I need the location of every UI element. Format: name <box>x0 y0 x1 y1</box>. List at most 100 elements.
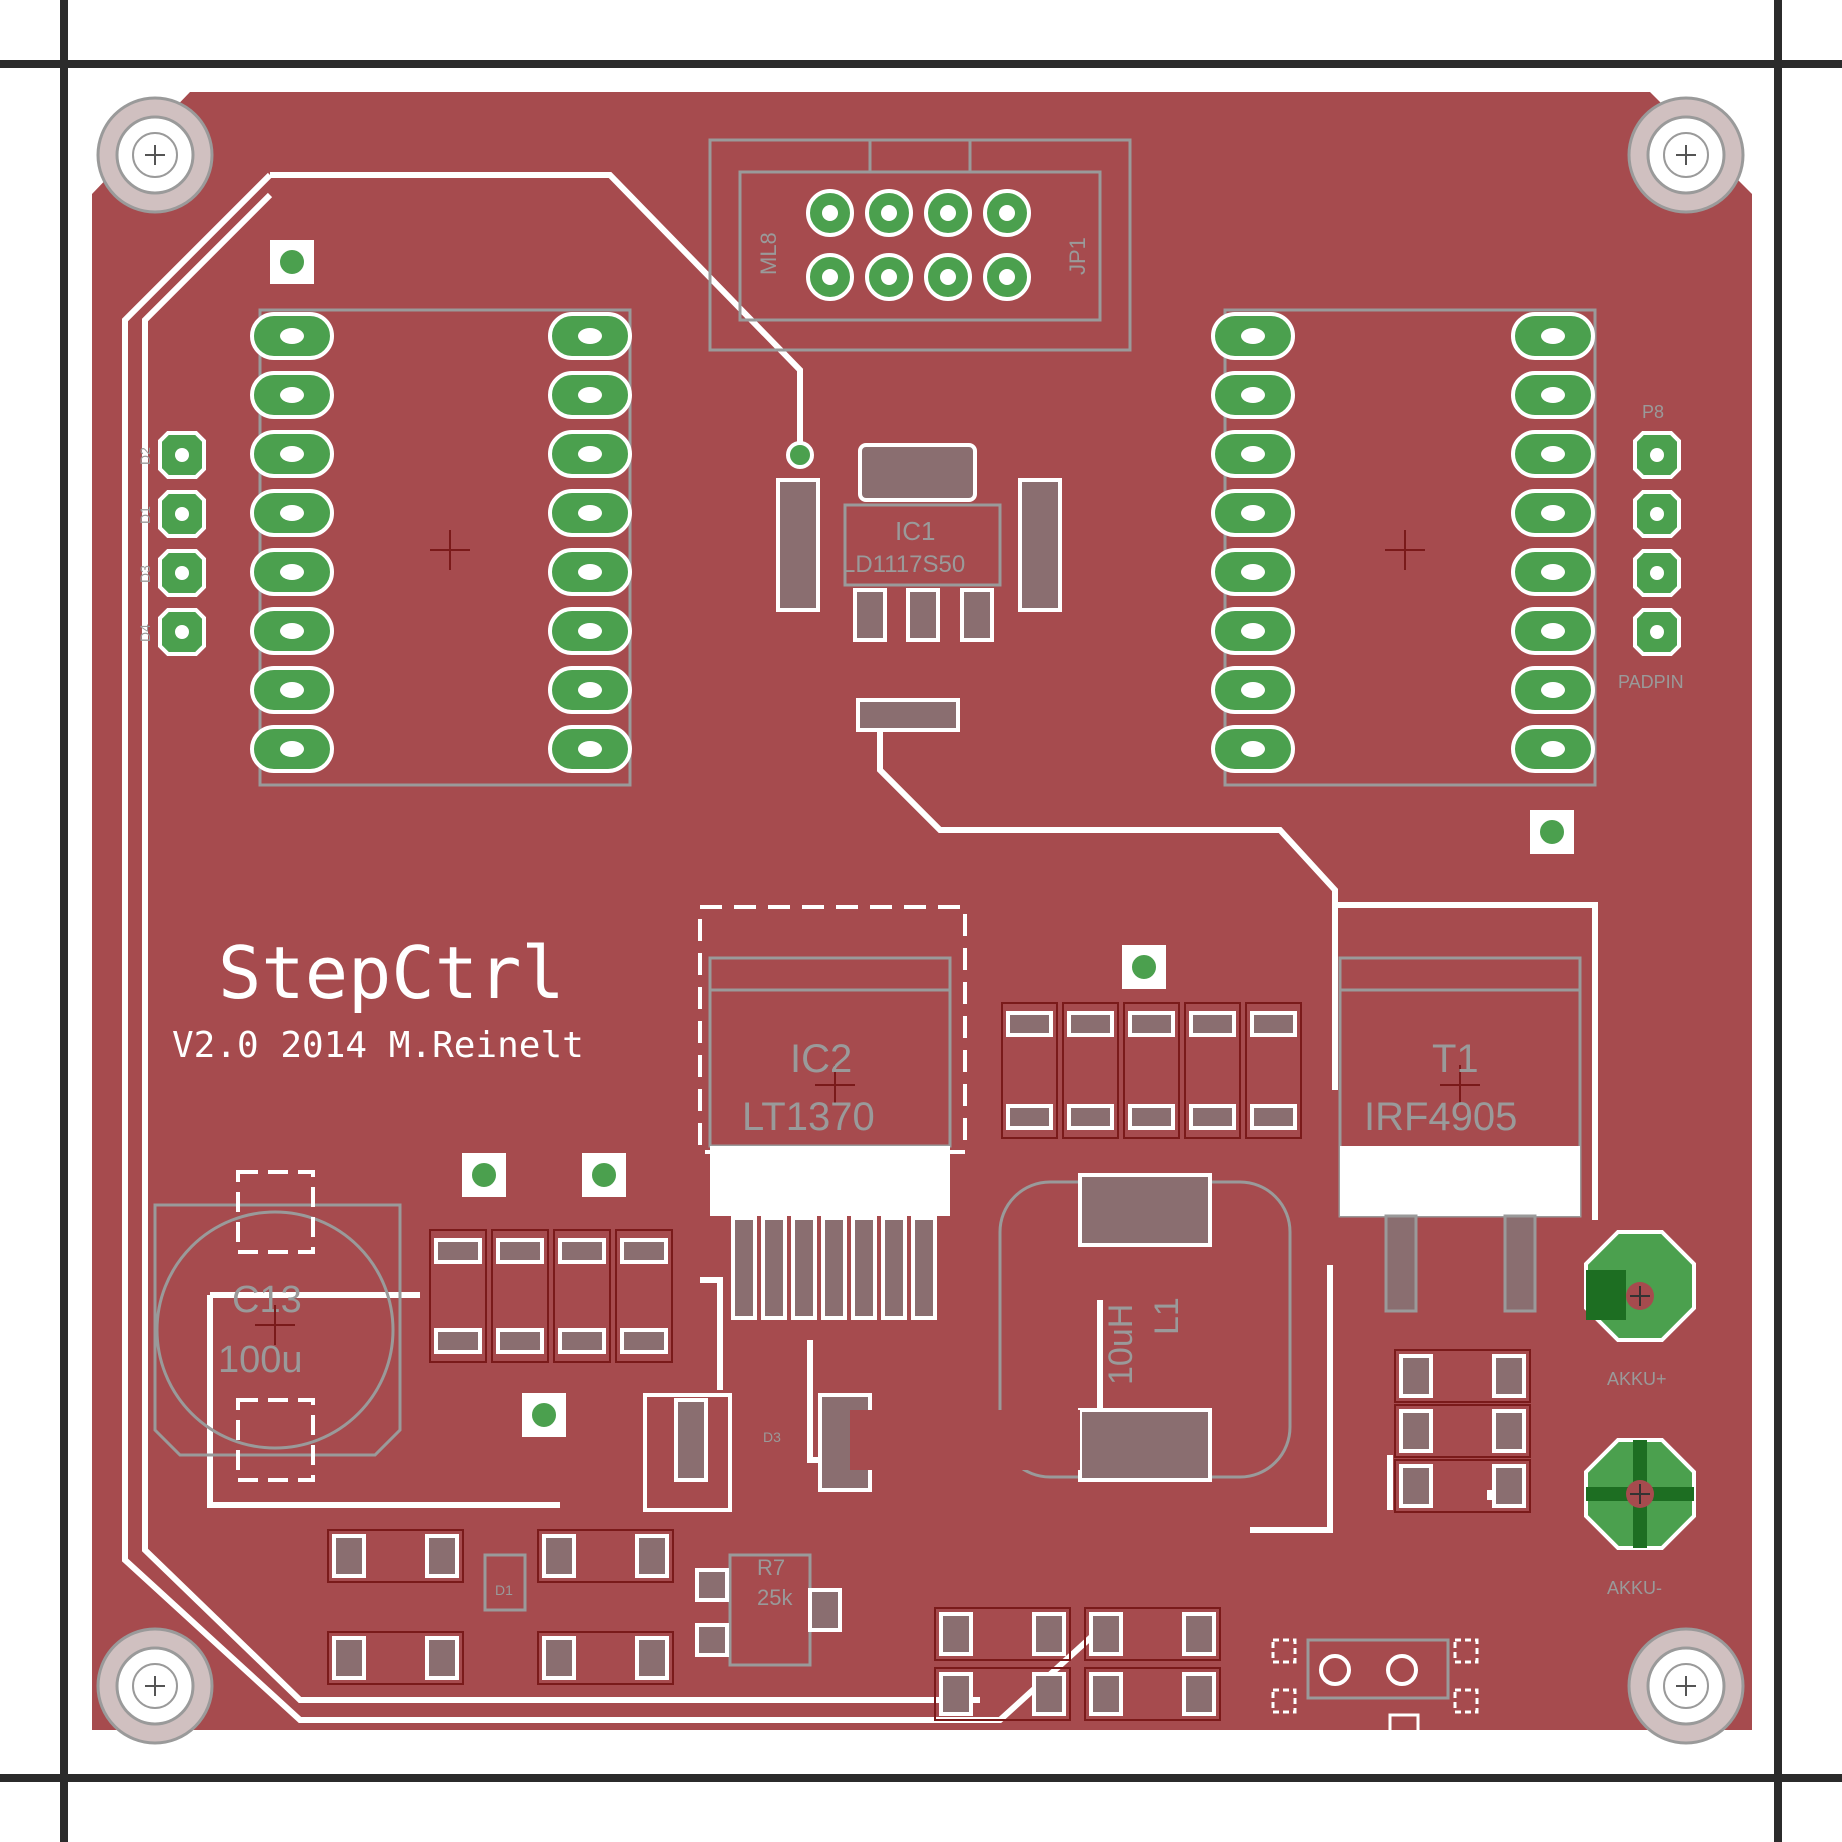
pin-drill <box>280 387 304 403</box>
left-driver-socket <box>250 308 632 787</box>
resistor-pad <box>1182 1672 1216 1716</box>
ic2-name: IC2 <box>790 1037 852 1081</box>
pin-drill <box>280 682 304 698</box>
switch-footprint <box>1271 1638 1479 1737</box>
resistor-pad <box>939 1612 973 1656</box>
pin-drill <box>1650 625 1664 639</box>
padpin-pin-label: D4 <box>137 624 153 642</box>
cap-pad <box>434 1238 482 1264</box>
resistor-outline <box>1084 1667 1221 1721</box>
pin-drill <box>578 564 602 580</box>
resistor-pad <box>425 1636 459 1680</box>
p8-label: P8 <box>1642 402 1664 422</box>
pin-drill <box>1241 446 1265 462</box>
resistor-pad <box>1032 1672 1066 1716</box>
pin-drill <box>1241 328 1265 344</box>
pin-drill <box>1541 564 1565 580</box>
r7-value: 25k <box>757 1585 793 1610</box>
smd-resistor-pairs <box>327 1529 1221 1721</box>
ic-leg <box>881 1216 907 1320</box>
ic2-value: LT1370 <box>742 1095 875 1139</box>
ic-leg <box>851 1216 877 1320</box>
pin-drill <box>578 387 602 403</box>
c13-capacitor: C13 100u <box>153 1170 402 1482</box>
mounting-holes <box>96 96 1745 1745</box>
pin-drill <box>175 566 189 580</box>
smd-capacitor-array <box>1001 1002 1302 1139</box>
padpin-pin-label: D2 <box>137 447 153 465</box>
resistor-outline <box>1394 1459 1531 1513</box>
t1-name: T1 <box>1432 1037 1479 1081</box>
pin-drill <box>881 205 897 221</box>
r7-trimmer: R7 25k <box>695 1553 842 1667</box>
right-padpins <box>1633 431 1681 656</box>
smd-capacitor-array <box>429 1229 673 1363</box>
resistor-pad <box>1399 1409 1433 1453</box>
cap-pad <box>1189 1104 1236 1130</box>
c13-value: 100u <box>218 1339 303 1381</box>
pin-drill <box>1241 741 1265 757</box>
resistor-pad <box>1492 1409 1526 1453</box>
akku-minus-label: AKKU- <box>1607 1578 1662 1598</box>
t1-mosfet: T1 IRF4905 <box>1338 956 1582 1313</box>
mounting-hole <box>96 1627 214 1745</box>
pin-drill <box>940 205 956 221</box>
pin-drill <box>999 205 1015 221</box>
pin-drill <box>1541 682 1565 698</box>
resistor-pad <box>1089 1612 1123 1656</box>
resistor-pad <box>542 1636 576 1680</box>
resistor-outline <box>537 1529 674 1583</box>
ic1-regulator: IC1 LD1117S50 <box>776 441 1062 732</box>
cap-outline <box>553 1229 611 1363</box>
resistor-outline <box>537 1631 674 1685</box>
ic1-value: LD1117S50 <box>842 551 965 578</box>
cap-pad <box>434 1328 482 1354</box>
resistor-pad <box>1399 1464 1433 1508</box>
vias <box>270 240 1574 1437</box>
akku-plus-terminal[interactable] <box>1584 1230 1696 1342</box>
mounting-hole <box>1627 1627 1745 1745</box>
pin-drill <box>881 269 897 285</box>
cap-outline <box>615 1229 673 1363</box>
pin-drill <box>1541 505 1565 521</box>
pin-drill <box>280 741 304 757</box>
traces <box>122 172 1598 1723</box>
cap-pad <box>1006 1104 1053 1130</box>
pin-drill <box>1650 448 1664 462</box>
ic-leg <box>731 1216 757 1320</box>
pin-drill <box>1241 623 1265 639</box>
pin-drill <box>1541 741 1565 757</box>
pin-drill <box>1241 682 1265 698</box>
l1-value: 10uH <box>1102 1304 1140 1385</box>
ic2-converter: IC2 LT1370 <box>698 905 967 1320</box>
padpin-label: PADPIN <box>1618 672 1684 692</box>
pin-drill <box>578 623 602 639</box>
pin-drill <box>175 448 189 462</box>
l1-name: L1 <box>1148 1297 1186 1335</box>
t1-value: IRF4905 <box>1364 1095 1517 1139</box>
pin-drill <box>280 446 304 462</box>
ic-leg <box>911 1216 937 1320</box>
pin-drill <box>280 328 304 344</box>
board-subtitle: V2.0 2014 M.Reinelt <box>172 1025 584 1066</box>
cap-outline <box>1001 1002 1058 1139</box>
resistor-outline <box>1084 1607 1221 1661</box>
pin-drill <box>175 625 189 639</box>
pin-drill <box>1650 507 1664 521</box>
ic-leg <box>821 1216 847 1320</box>
resistor-pad <box>332 1534 366 1578</box>
resistor-pad <box>542 1534 576 1578</box>
cap-pad <box>1189 1011 1236 1037</box>
ic-leg <box>791 1216 817 1320</box>
akku-minus-terminal[interactable] <box>1584 1438 1696 1550</box>
resistor-pad <box>332 1636 366 1680</box>
pin-drill <box>1241 387 1265 403</box>
jp1-name: JP1 <box>1065 237 1090 275</box>
cap-outline <box>1184 1002 1241 1139</box>
resistor-outline <box>934 1607 1071 1661</box>
resistor-outline <box>934 1667 1071 1721</box>
pin-drill <box>1241 505 1265 521</box>
pin-drill <box>280 564 304 580</box>
